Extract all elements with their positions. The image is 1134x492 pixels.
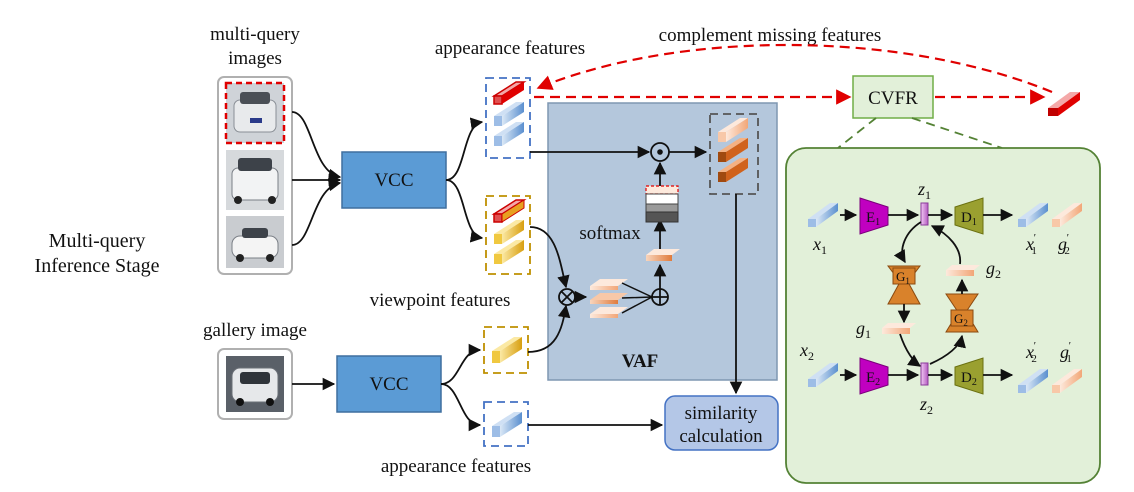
g2-prime-feature-bar bbox=[1052, 203, 1082, 227]
appearance-feature-bar-bottom bbox=[492, 412, 522, 437]
x1-label: x1 bbox=[812, 234, 827, 257]
vcc-to-viewpoint-arrow bbox=[445, 179, 484, 243]
cvfr-module bbox=[852, 75, 934, 119]
g1-feature-vector bbox=[882, 323, 916, 334]
x1-prime-feature-bar bbox=[1018, 203, 1048, 227]
multi-query-images-label-2: images bbox=[228, 48, 282, 69]
attention-weight-vector bbox=[646, 249, 680, 261]
g2-feature-vector bbox=[946, 265, 980, 276]
g2-label: g2 bbox=[986, 258, 1001, 281]
cvfr-label: CVFR bbox=[868, 88, 918, 109]
x2-label: x2 bbox=[799, 340, 814, 363]
g1vec-to-z2-arrow bbox=[899, 333, 922, 367]
completed-feature-bar bbox=[1048, 92, 1080, 116]
g1-label: g1 bbox=[856, 318, 871, 341]
z2-label: z2 bbox=[919, 394, 933, 417]
z1-label: z1 bbox=[917, 179, 931, 202]
appearance-feature-bars-top bbox=[491, 81, 527, 146]
z1-to-g1-arrow bbox=[893, 221, 922, 264]
complement-missing-features-label: complement missing features bbox=[659, 25, 882, 46]
cvfr-detail-panel bbox=[785, 147, 1101, 484]
z2-latent bbox=[920, 362, 929, 386]
d2-label: D2 bbox=[961, 370, 977, 388]
viewpoint-features-top-box bbox=[485, 195, 531, 275]
query-image-1 bbox=[224, 81, 286, 145]
g2-box bbox=[950, 309, 974, 327]
decoder-d1 bbox=[954, 197, 984, 235]
similarity-label-2: calculation bbox=[679, 426, 763, 447]
gallery-image bbox=[226, 356, 284, 412]
appearance-features-bottom-label: appearance features bbox=[381, 456, 531, 477]
vcc-module-bottom bbox=[336, 355, 442, 413]
softmax-block bbox=[645, 185, 679, 223]
vcc-bottom-to-appearance-arrow bbox=[440, 383, 482, 432]
z1-latent bbox=[920, 202, 929, 226]
x1-prime-label: x'1 bbox=[1025, 232, 1037, 257]
softmax-label: softmax bbox=[579, 223, 641, 244]
viewpoint-features-label: viewpoint features bbox=[370, 290, 511, 311]
weighted-features-box bbox=[709, 113, 759, 195]
g1-prime-feature-bar bbox=[1052, 369, 1082, 393]
viewpoint-features-bottom-box bbox=[483, 326, 529, 374]
query-image-3 bbox=[226, 216, 284, 268]
appearance-features-top-label: appearance features bbox=[435, 38, 585, 59]
g2-prime-label: g'2 bbox=[1058, 232, 1070, 257]
appearance-features-top-box bbox=[485, 77, 531, 159]
e1-label: E1 bbox=[866, 210, 880, 228]
stage-label: Multi-query bbox=[49, 230, 146, 252]
viewpoint-feature-bar-bottom bbox=[492, 337, 522, 363]
g1-module-label: G1 bbox=[896, 269, 910, 286]
g1-prime-label: g'1 bbox=[1060, 340, 1072, 365]
complement-red-arc bbox=[536, 43, 1053, 94]
stack-to-add-lines bbox=[621, 282, 653, 314]
vcc-bottom-label: VCC bbox=[369, 374, 408, 395]
query-to-vcc-arrow-1 bbox=[291, 111, 342, 182]
similarity-label-1: similarity bbox=[685, 403, 758, 424]
stage-label-2: Inference Stage bbox=[35, 255, 160, 277]
vaf-label: VAF bbox=[622, 351, 659, 372]
multi-query-images-label: multi-query bbox=[210, 24, 300, 45]
vcc-top-label: VCC bbox=[374, 170, 413, 191]
x2-prime-label: x'2 bbox=[1025, 340, 1037, 365]
cvfr-zoom-line-left bbox=[837, 117, 877, 149]
weighted-feature-bars bbox=[718, 118, 748, 182]
cvfr-zoom-line-right bbox=[911, 117, 1003, 149]
vcc-to-appearance-arrow bbox=[445, 117, 484, 181]
add-operator-icon bbox=[651, 288, 669, 306]
attention-feature-stack bbox=[590, 279, 628, 318]
encoder-e1 bbox=[859, 197, 889, 235]
query-image-2 bbox=[226, 150, 284, 210]
gallery-viewpoint-to-multiply-arrow bbox=[527, 304, 571, 353]
similarity-calculation-box bbox=[664, 395, 779, 451]
viewpoint-to-multiply-arrow bbox=[529, 226, 570, 289]
decoder-d2 bbox=[954, 357, 984, 395]
e2-label: E2 bbox=[866, 370, 880, 388]
g1-box bbox=[892, 267, 916, 285]
d1-label: D1 bbox=[961, 210, 977, 228]
vcc-bottom-to-viewpoint-arrow bbox=[440, 343, 482, 385]
g2-module-label: G2 bbox=[954, 311, 968, 328]
gallery-image-label: gallery image bbox=[203, 320, 307, 341]
x2-prime-feature-bar bbox=[1018, 369, 1048, 393]
viewpoint-feature-bars-top bbox=[491, 199, 527, 264]
encoder-e2 bbox=[859, 357, 889, 395]
query-to-vcc-arrow-3 bbox=[291, 178, 342, 246]
x2-feature-bar bbox=[808, 363, 838, 387]
g2vec-to-z1-arrow bbox=[930, 225, 961, 265]
x1-feature-bar bbox=[808, 203, 838, 227]
z2-to-g2-arrow bbox=[929, 334, 966, 365]
appearance-features-bottom-box bbox=[483, 401, 529, 447]
